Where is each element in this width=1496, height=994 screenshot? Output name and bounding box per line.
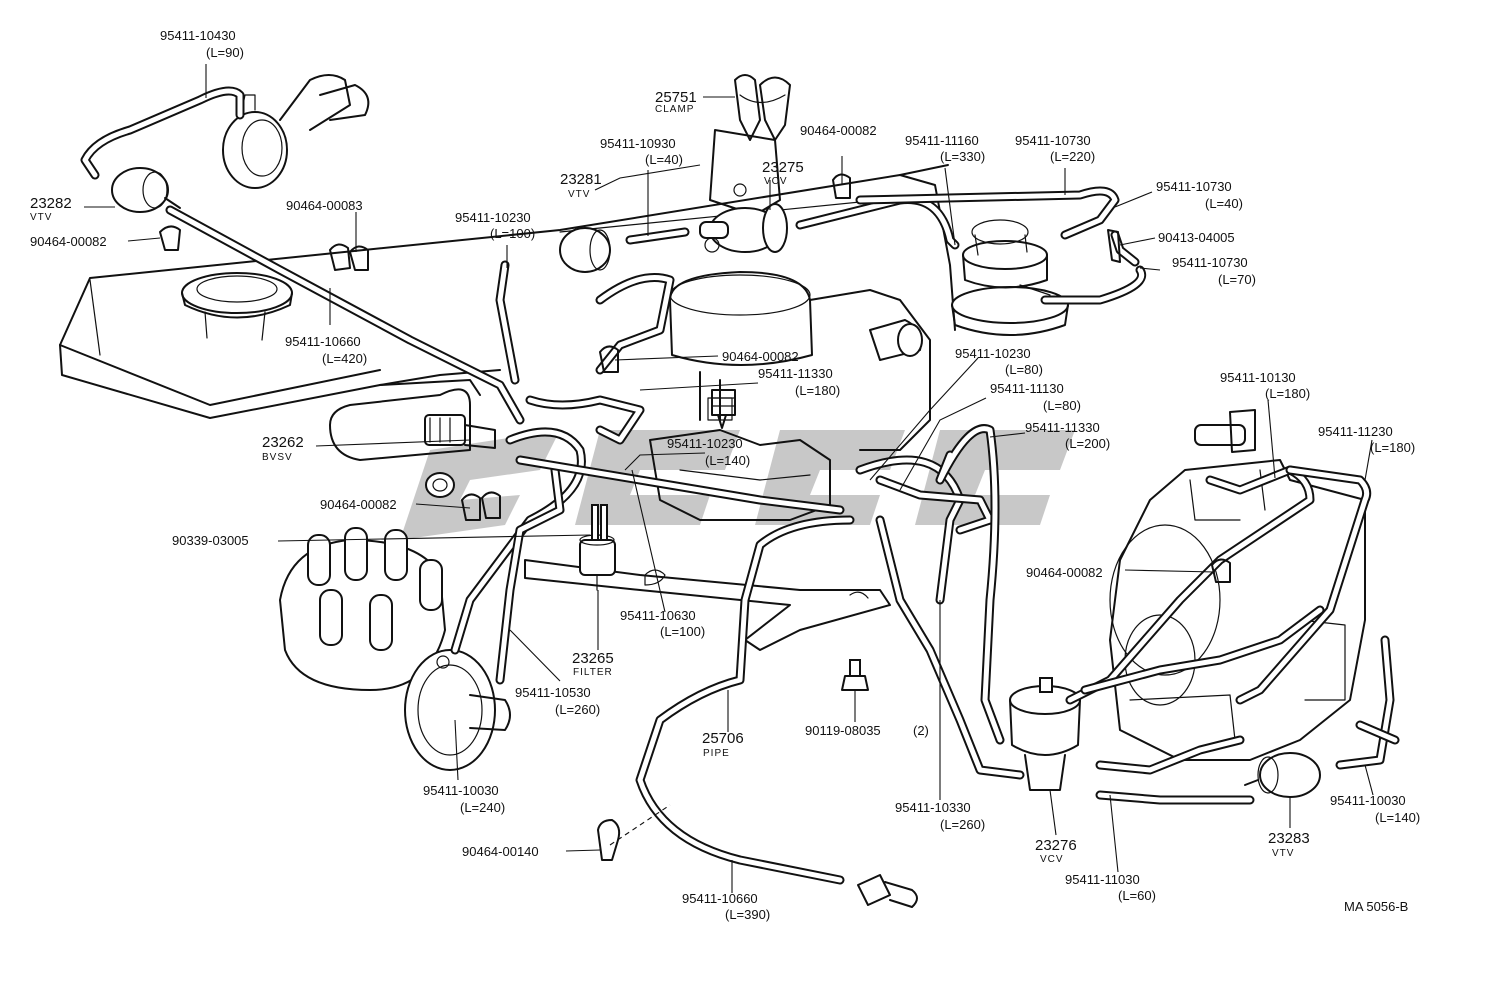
callout-c33-pn: 90119-08035 <box>805 723 881 738</box>
callout-c03-name: VTV <box>30 212 52 223</box>
callout-c01-pn: 95411-10430 <box>160 28 236 43</box>
callout-c13-pn: 90413-04005 <box>1158 230 1235 245</box>
callout-c37-len: (L=140) <box>1375 810 1420 825</box>
callout-c34-len: (L=240) <box>460 800 505 815</box>
vacuum-advance-unit <box>404 649 511 771</box>
callout-c25-pn: 95411-10230 <box>667 436 743 451</box>
callout-c34-pn: 95411-10030 <box>423 783 499 798</box>
callout-c29-len: (L=100) <box>660 624 705 639</box>
callout-c38-name: VTV <box>1272 848 1294 859</box>
vtv-23282-body <box>111 167 181 213</box>
intake-manifold <box>329 379 481 498</box>
callout-c09-pn: 90464-00082 <box>800 123 877 138</box>
callout-c32-pn: 25706 <box>702 730 744 747</box>
callout-c19-len: (L=80) <box>1005 362 1043 377</box>
callout-c17-pn: 90464-00082 <box>722 349 799 364</box>
bvsv-23262-body <box>424 414 496 449</box>
callout-c03-pn: 23282 <box>30 195 72 212</box>
callout-c28-pn: 90464-00082 <box>1026 565 1103 580</box>
callout-c14-pn: 95411-10730 <box>1172 255 1248 270</box>
vcv-23276-body <box>1009 677 1081 791</box>
callout-c12-len: (L=40) <box>1205 196 1243 211</box>
callout-c14-len: (L=70) <box>1218 272 1256 287</box>
temp-sensor <box>857 874 918 908</box>
callout-c23-pn: 95411-11230 <box>1318 424 1393 439</box>
clips <box>159 173 1231 583</box>
callout-c35-pn: 95411-10330 <box>895 800 971 815</box>
callout-c15-pn: 95411-10230 <box>455 210 531 225</box>
callout-c31-len: (L=260) <box>555 702 600 717</box>
callout-c07-len: (L=40) <box>645 152 683 167</box>
callout-c35-len: (L=260) <box>940 817 985 832</box>
callout-c24-name: BVSV <box>262 452 293 463</box>
air-pump-valve <box>222 74 370 189</box>
callout-c25-len: (L=140) <box>705 453 750 468</box>
callout-c22-len: (L=200) <box>1065 436 1110 451</box>
clip-90464-00140 <box>597 819 621 861</box>
callout-c41-pn: 95411-11030 <box>1065 872 1140 887</box>
callout-c36-name: VCV <box>1040 854 1064 865</box>
callout-c30-pn: 23265 <box>572 650 614 667</box>
callout-c07-pn: 95411-10930 <box>600 136 676 151</box>
callout-labels: 95411-10430 (L=90) 25751 CLAMP 23282 VTV… <box>30 28 1420 922</box>
diagram-code: MA 5056-B <box>1344 899 1408 914</box>
callout-c02-pn: 25751 <box>655 89 697 106</box>
callout-c33-qty: (2) <box>913 723 929 738</box>
callout-c18-len: (L=180) <box>795 383 840 398</box>
callout-c40-len: (L=390) <box>725 907 770 922</box>
callout-c10-pn: 95411-11160 <box>905 133 979 148</box>
callout-c40-pn: 95411-10660 <box>682 891 758 906</box>
callout-c08-pn: 23275 <box>762 159 804 176</box>
callout-c23-len: (L=180) <box>1370 440 1415 455</box>
callout-c11-len: (L=220) <box>1050 149 1095 164</box>
callout-c37-pn: 95411-10030 <box>1330 793 1406 808</box>
callout-c16-pn: 95411-10660 <box>285 334 361 349</box>
callout-c15-len: (L=100) <box>490 226 535 241</box>
callout-c30-name: FILTER <box>573 667 613 678</box>
vtv-23283-body <box>1244 752 1321 798</box>
callout-c19-pn: 95411-10230 <box>955 346 1031 361</box>
callout-c22-pn: 95411-11330 <box>1025 420 1100 435</box>
callout-c01-len: (L=90) <box>206 45 244 60</box>
callout-c16-len: (L=420) <box>322 351 367 366</box>
callout-c04-pn: 90464-00082 <box>30 234 107 249</box>
bolt-90119-08035 <box>841 659 869 691</box>
callout-c31-pn: 95411-10530 <box>515 685 591 700</box>
callout-c21-pn: 95411-10130 <box>1220 370 1296 385</box>
callout-c32-name: PIPE <box>703 748 730 759</box>
callout-c27-pn: 90339-03005 <box>172 533 249 548</box>
vtv-23281-body <box>559 227 611 273</box>
callout-c02-name: CLAMP <box>655 104 694 115</box>
callout-c36-pn: 23276 <box>1035 837 1077 854</box>
callout-c05-pn: 90464-00083 <box>286 198 363 213</box>
callout-c06-name: VTV <box>568 189 590 200</box>
callout-c10-len: (L=330) <box>940 149 985 164</box>
callout-c18-pn: 95411-11330 <box>758 366 833 381</box>
callout-c08-name: VCV <box>764 176 788 187</box>
callout-c24-pn: 23262 <box>262 434 304 451</box>
thermo-switch <box>711 389 736 429</box>
clamp-25751 <box>734 74 791 141</box>
callout-c06-pn: 23281 <box>560 171 602 188</box>
callout-c20-pn: 95411-11130 <box>990 381 1064 396</box>
distributor-cap <box>279 527 446 691</box>
bracket-plate <box>524 559 891 651</box>
carburetor-assembly <box>1109 409 1366 761</box>
hoses <box>80 86 1400 885</box>
filter-23265-body <box>579 504 616 591</box>
callout-c29-pn: 95411-10630 <box>620 608 696 623</box>
callout-c39-pn: 90464-00140 <box>462 844 539 859</box>
oil-filler-cap <box>181 272 293 341</box>
callout-c41-len: (L=60) <box>1118 888 1156 903</box>
callout-c12-pn: 95411-10730 <box>1156 179 1232 194</box>
vcv-23275-body <box>699 203 788 253</box>
callout-c20-len: (L=80) <box>1043 398 1081 413</box>
callout-c11-pn: 95411-10730 <box>1015 133 1091 148</box>
callout-c38-pn: 23283 <box>1268 830 1310 847</box>
callout-c26-pn: 90464-00082 <box>320 497 397 512</box>
callout-c21-len: (L=180) <box>1265 386 1310 401</box>
charcoal-canister <box>951 219 1069 336</box>
leader-lines <box>84 64 1374 893</box>
